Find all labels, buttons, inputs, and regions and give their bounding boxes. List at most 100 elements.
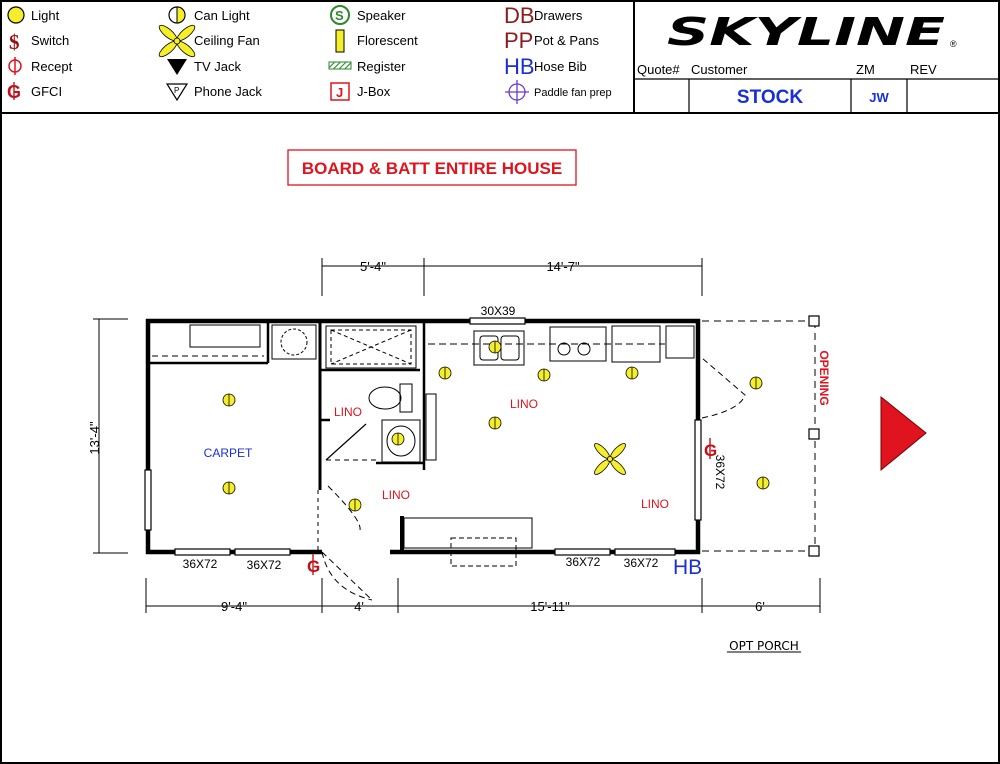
florescent-icon xyxy=(335,29,345,53)
pot-pans-icon: PP xyxy=(504,28,533,53)
dimension-bottom-3: 15'-11" xyxy=(530,599,570,614)
legend-label-can-light: Can Light xyxy=(194,8,250,23)
bottom-dimension-line xyxy=(145,578,821,613)
opt-porch-outline xyxy=(702,320,816,552)
hall-door-arc xyxy=(327,485,361,531)
room-label-hall: LINO xyxy=(382,488,410,502)
top-dimension-line xyxy=(321,258,703,296)
can-light-icon xyxy=(222,481,236,495)
bath-vanity xyxy=(381,419,421,463)
top-wall-window xyxy=(469,317,526,325)
hose-bib-icon: HB xyxy=(673,556,702,579)
closet-shelf xyxy=(152,324,264,357)
banner-box xyxy=(287,149,577,186)
legend-label-paddle-fan-prep: Paddle fan prep xyxy=(534,87,612,99)
dimension-top-left: 5'-4" xyxy=(360,259,386,274)
ceiling-fan-icon xyxy=(594,443,626,475)
legend-label-switch: Switch xyxy=(31,33,69,48)
tv-jack-icon xyxy=(167,59,187,75)
bath-door xyxy=(325,423,367,461)
room-label-living: LINO xyxy=(641,497,669,511)
direction-arrow-icon xyxy=(880,395,927,472)
can-light-icon xyxy=(348,498,362,512)
can-light-icon xyxy=(749,376,763,390)
can-light-icon xyxy=(438,366,452,380)
speaker-symbol: S xyxy=(335,8,344,23)
room-label-kitchen: LINO xyxy=(510,397,538,411)
quote-label: Quote# xyxy=(637,62,680,77)
svg-text:$: $ xyxy=(9,30,20,54)
customer-label: Customer xyxy=(691,62,748,77)
zm-value: JW xyxy=(869,90,889,105)
can-light-icon xyxy=(625,366,639,380)
ceiling-lights xyxy=(222,340,770,512)
gfci-icon: G xyxy=(704,438,717,460)
right-wall-window xyxy=(694,419,702,521)
dimension-bottom-1: 9'-4" xyxy=(221,599,247,614)
legend-label-pot-pans: Pot & Pans xyxy=(534,33,600,48)
brand-registered-mark: ® xyxy=(950,39,957,49)
light-icon xyxy=(7,6,25,24)
can-light-icon xyxy=(756,476,770,490)
rev-label: REV xyxy=(910,62,937,77)
dimension-bottom-4: 6' xyxy=(755,599,765,614)
left-dimension-line xyxy=(93,318,128,554)
register-icon xyxy=(328,61,352,70)
legend-label-ceiling-fan: Ceiling Fan xyxy=(194,33,260,48)
room-label-carpet: CARPET xyxy=(204,446,253,460)
kitchen-counter xyxy=(428,325,695,366)
porch-opening-label: OPENING xyxy=(817,350,831,405)
can-light-icon xyxy=(488,340,502,354)
shower xyxy=(325,325,417,369)
bottom-wall-windows xyxy=(174,548,676,556)
legend-label-recept: Recept xyxy=(31,59,73,74)
drawers-icon: DB xyxy=(504,3,535,28)
legend-label-florescent: Florescent xyxy=(357,33,418,48)
window-label-bottom-2: 36X72 xyxy=(247,558,282,572)
water-heater xyxy=(271,324,317,360)
porch-door-swing xyxy=(701,357,746,419)
legend-label-register: Register xyxy=(357,59,406,74)
legend-label-tv-jack: TV Jack xyxy=(194,59,241,74)
bath-linen-shelf xyxy=(425,393,437,461)
zm-label: ZM xyxy=(856,62,875,77)
dimension-bottom-2: 4' xyxy=(354,599,364,614)
window-label-right: 36X72 xyxy=(713,455,727,490)
legend-label-light: Light xyxy=(31,8,60,23)
paddle-fan-prep-icon xyxy=(505,80,529,104)
window-label-bottom-1: 36X72 xyxy=(183,557,218,571)
legend-label-speaker: Speaker xyxy=(357,8,406,23)
gfci-icon: G xyxy=(307,554,320,576)
gfci-icon: G xyxy=(7,82,21,102)
speaker-icon: S xyxy=(330,5,350,25)
kitchen-island xyxy=(403,517,533,567)
window-label-bottom-3: 36X72 xyxy=(566,555,601,569)
j-box-icon: J xyxy=(330,82,350,101)
customer-value: STOCK xyxy=(737,87,803,108)
interior-walls xyxy=(148,321,426,490)
opt-porch-label: OPT PORCH xyxy=(729,639,799,653)
dimension-top-right: 14'-7" xyxy=(546,259,580,274)
can-light-icon xyxy=(488,416,502,430)
legend-label-drawers: Drawers xyxy=(534,8,583,23)
can-light-icon xyxy=(391,432,405,446)
porch-posts xyxy=(808,315,820,557)
receptacle-icon xyxy=(8,57,22,75)
switch-icon: $ xyxy=(9,30,20,54)
can-light-icon xyxy=(168,6,186,24)
left-wall-window xyxy=(144,469,152,531)
legend-label-phone-jack: Phone Jack xyxy=(194,84,262,99)
banner-note: BOARD & BATT ENTIRE HOUSE xyxy=(302,159,562,178)
phone-jack-icon: P xyxy=(165,83,189,102)
entry-door-swing xyxy=(321,551,373,601)
legend-label-j-box: J-Box xyxy=(357,84,391,99)
window-label-kitchen: 30X39 xyxy=(481,304,516,318)
room-label-bath: LINO xyxy=(334,405,362,419)
hose-bib-icon: HB xyxy=(504,54,535,79)
entry-door-arc xyxy=(321,551,373,601)
legend-label-hose-bib: Hose Bib xyxy=(534,59,587,74)
j-box-symbol: J xyxy=(336,85,343,100)
